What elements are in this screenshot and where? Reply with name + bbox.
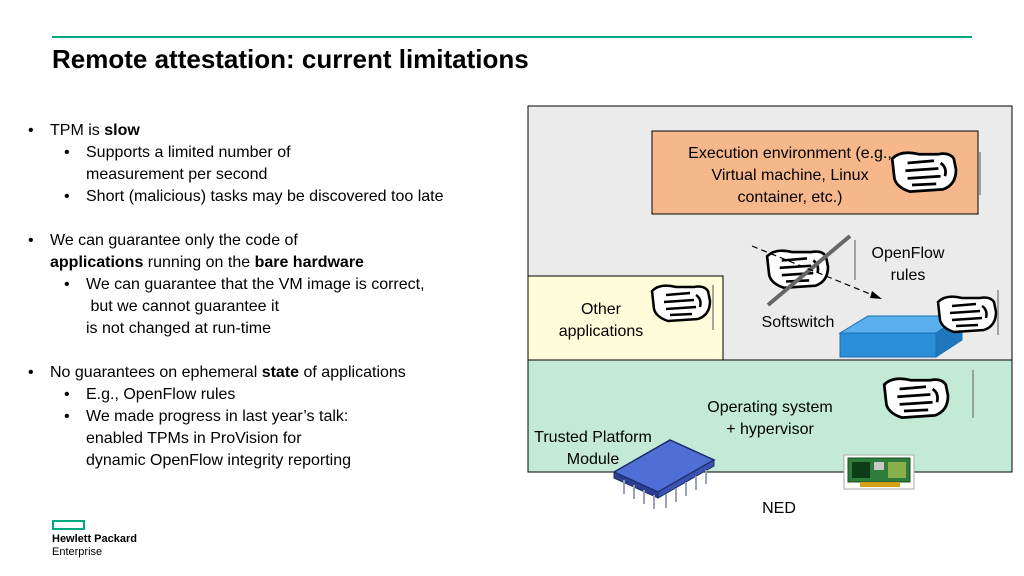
tpm-chip-icon: [612, 439, 716, 509]
hpe-logo: Hewlett Packard Enterprise: [52, 520, 137, 559]
sub-bullet-progress-cont1: enabled TPMs in ProVision for: [86, 430, 302, 447]
bullet-tpm-slow: TPM is slow: [28, 120, 528, 142]
network-card-icon: [843, 454, 915, 490]
openflow-label-2: rules: [891, 267, 926, 284]
softswitch-label: Softswitch: [762, 314, 835, 331]
hpe-logo-element: [52, 520, 85, 530]
sub-bullet-openflow: E.g., OpenFlow rules: [28, 384, 528, 406]
handshake-icon-os: [882, 377, 950, 419]
ned-label: NED: [762, 500, 796, 517]
exec-env-label-2: Virtual machine, Linux: [711, 167, 868, 184]
sub-bullet-progress: We made progress in last year’s talk:: [28, 406, 528, 428]
strike-line: [766, 234, 852, 307]
sub-bullet-measurement-cont: measurement per second: [86, 166, 268, 183]
handshake-icon-apps: [650, 284, 712, 323]
handshake-icon-exec: [890, 151, 958, 193]
bullet-ephemeral-state: No guarantees on ephemeral state of appl…: [28, 362, 528, 384]
hpe-logo-line1: Hewlett Packard: [52, 533, 137, 545]
other-apps-label-1: Other: [581, 301, 622, 318]
exec-env-label-3: container, etc.): [738, 189, 843, 206]
bullet-list: TPM is slow Supports a limited number of…: [28, 120, 528, 472]
tpm-label-2: Module: [567, 451, 620, 468]
sub-bullet-vm-image: We can guarantee that the VM image is co…: [28, 274, 528, 296]
slide-title: Remote attestation: current limitations: [52, 44, 529, 74]
dashed-arrow: [751, 245, 881, 299]
sub-bullet-vm-image-cont2: is not changed at run-time: [86, 320, 271, 337]
openflow-label-1: OpenFlow: [872, 245, 945, 262]
handshake-icon-switch: [936, 295, 998, 334]
sub-bullet-progress-cont2: dynamic OpenFlow integrity reporting: [86, 452, 352, 469]
bullet-guarantee-code-cont: applications running on the bare hardwar…: [50, 254, 364, 271]
tpm-label-1: Trusted Platform: [534, 429, 652, 446]
sub-bullet-measurement: Supports a limited number of: [28, 142, 528, 164]
hpe-logo-line2: Enterprise: [52, 546, 103, 558]
other-apps-label-2: applications: [559, 323, 644, 340]
os-label-2: + hypervisor: [726, 421, 814, 438]
sub-bullet-short-tasks: Short (malicious) tasks may be discovere…: [28, 186, 528, 208]
os-label-1: Operating system: [707, 399, 832, 416]
sub-bullet-vm-image-cont1: but we cannot guarantee it: [86, 298, 280, 315]
exec-env-label-1: Execution environment (e.g.,: [688, 145, 892, 162]
bullet-guarantee-code: We can guarantee only the code of: [28, 230, 528, 252]
title-rule: [52, 36, 972, 38]
